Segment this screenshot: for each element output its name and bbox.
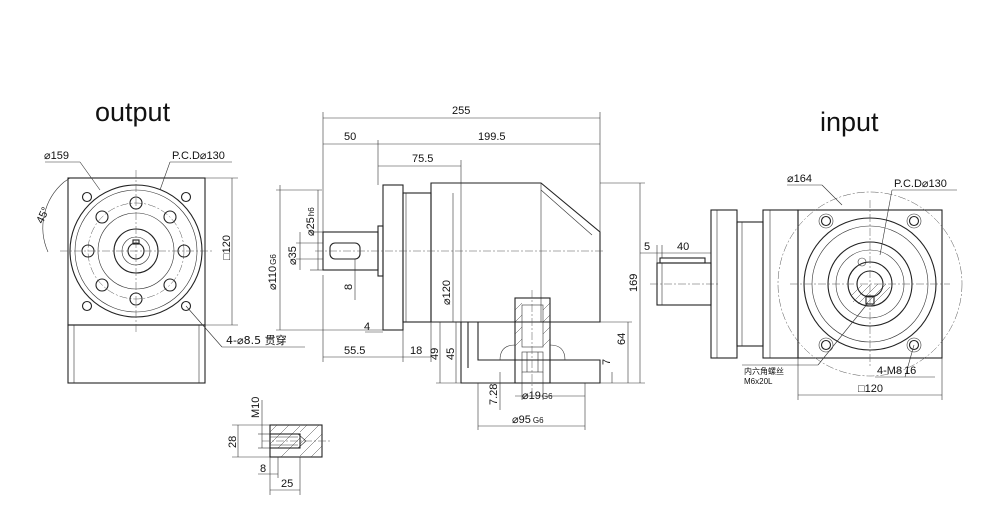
input-view: input 5 40 [640, 107, 963, 400]
detail-28: 28 [227, 436, 239, 448]
hatch-lower-shaft [514, 302, 551, 347]
detail-8: 8 [260, 463, 266, 475]
dim-4: 4 [364, 321, 370, 333]
dim-18: 18 [410, 345, 422, 357]
output-holes: 4-⌀8.5 贯穿 [226, 333, 287, 347]
dim-49: 49 [429, 348, 441, 360]
dim-dia-35: ⌀35 [287, 246, 299, 265]
dim-dia-120: ⌀120 [441, 280, 453, 305]
output-dia-159: ⌀159 [44, 150, 69, 162]
dim-169: 169 [628, 274, 640, 292]
input-pcd-130: P.C.D⌀130 [894, 178, 947, 190]
dim-64: 64 [616, 333, 628, 345]
dim-255: 255 [452, 105, 470, 117]
output-pcd-130: P.C.D⌀130 [172, 150, 225, 162]
dim-75-5: 75.5 [412, 153, 433, 165]
dim-45: 45 [445, 348, 457, 360]
dim-50: 50 [344, 131, 356, 143]
dim-dia-110: ⌀110G6 [267, 254, 279, 290]
input-5: 5 [644, 241, 650, 253]
side-view: 255 50 199.5 75.5 [267, 105, 645, 430]
input-dia-164: ⌀164 [787, 173, 812, 185]
output-angle-45: 45° [34, 205, 52, 225]
output-flange-view: output [34, 97, 305, 384]
detail-m10: M10 [250, 397, 262, 418]
input-square-120: □120 [858, 383, 883, 395]
output-label: output [95, 97, 171, 127]
hatch-input-bore [850, 283, 891, 307]
output-square-120: □120 [221, 235, 233, 260]
detail-25: 25 [281, 478, 293, 490]
input-40: 40 [677, 241, 689, 253]
input-screw-cn: 内六角螺丝 [744, 366, 784, 376]
detail-view: M10 28 8 25 [227, 397, 330, 495]
input-screw-spec: M6x20L [744, 377, 773, 386]
dim-55-5: 55.5 [344, 345, 365, 357]
dim-dia-19: ⌀19G6 [522, 390, 553, 402]
dim-dia-25: ⌀25h6 [305, 207, 317, 236]
dim-7: 7 [601, 359, 613, 365]
dim-7-28: 7.28 [488, 384, 500, 405]
dim-199-5: 199.5 [478, 131, 506, 143]
dim-key-8: 8 [343, 284, 355, 290]
input-label: input [820, 107, 879, 137]
